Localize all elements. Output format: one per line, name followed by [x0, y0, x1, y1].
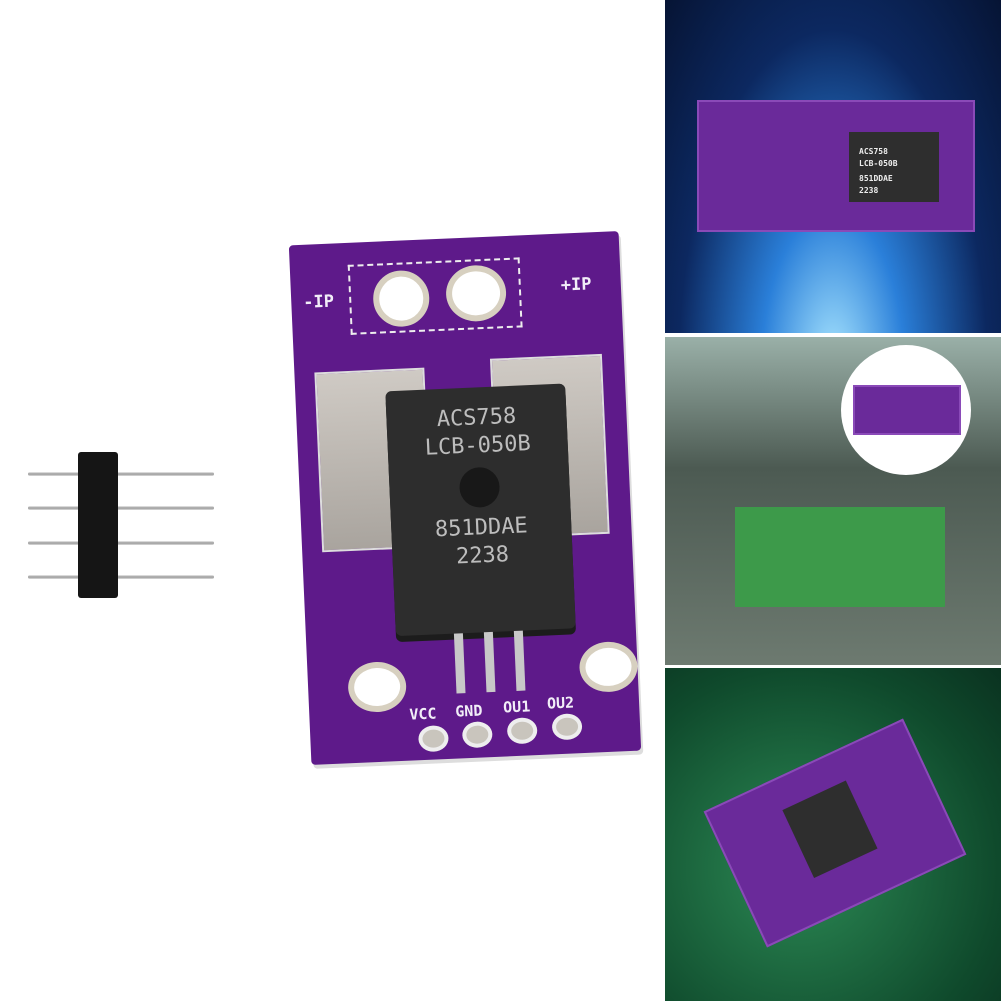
- current-sensor-board: -IP +IP ACS758 LCB-050B 851DDAE 2238 VCC…: [288, 231, 642, 765]
- pin-pad: [551, 713, 583, 741]
- chip-text: ACS758: [859, 147, 888, 156]
- chip-text: 851DDAE: [434, 513, 529, 543]
- chip-text: LCB-050B: [424, 431, 532, 461]
- tech-background-photo: ACS758 LCB-050B 851DDAE 2238: [665, 0, 1001, 333]
- pin-pad: [506, 717, 538, 745]
- pin-label-gnd: GND: [454, 701, 483, 721]
- header-pin: [28, 506, 214, 510]
- chip-leg: [513, 630, 526, 691]
- mounting-hole: [347, 660, 408, 714]
- pcb-closeup-photo: [665, 668, 1001, 1001]
- board-inset: [841, 345, 971, 475]
- header-pin: [28, 472, 214, 476]
- board-thumbnail: [703, 718, 967, 948]
- chip-text: ACS758: [436, 403, 517, 433]
- pin-pad: [417, 724, 450, 753]
- pin-label-vcc: VCC: [409, 704, 437, 724]
- green-pcb: [735, 507, 945, 607]
- header-plastic: [78, 452, 118, 598]
- chip-leg: [453, 633, 466, 694]
- mounting-hole: [578, 640, 639, 694]
- pin-label-ou2: OU2: [546, 693, 575, 713]
- acs758-chip: ACS758 LCB-050B 851DDAE 2238: [385, 383, 576, 637]
- chip-leg: [483, 631, 496, 693]
- chip-text: LCB-050B: [859, 159, 898, 168]
- ip-plus-label: +IP: [560, 274, 592, 296]
- main-product-photo: -IP +IP ACS758 LCB-050B 851DDAE 2238 VCC…: [28, 231, 642, 765]
- workbench-photo: [665, 337, 1001, 665]
- chip-thumbnail: [782, 780, 878, 879]
- board-thumbnail: [853, 385, 961, 435]
- chip-dimple: [458, 466, 501, 509]
- board-thumbnail: ACS758 LCB-050B 851DDAE 2238: [697, 100, 975, 232]
- chip-text: 851DDAE: [859, 174, 893, 183]
- chip-text: 2238: [859, 186, 879, 195]
- chip-text: 2238: [455, 542, 510, 570]
- header-pin: [28, 541, 214, 545]
- ip-minus-label: -IP: [302, 291, 335, 313]
- chip-thumbnail: [849, 132, 939, 202]
- pin-pad: [461, 721, 493, 749]
- header-pin: [28, 575, 214, 579]
- pin-label-ou1: OU1: [502, 697, 531, 717]
